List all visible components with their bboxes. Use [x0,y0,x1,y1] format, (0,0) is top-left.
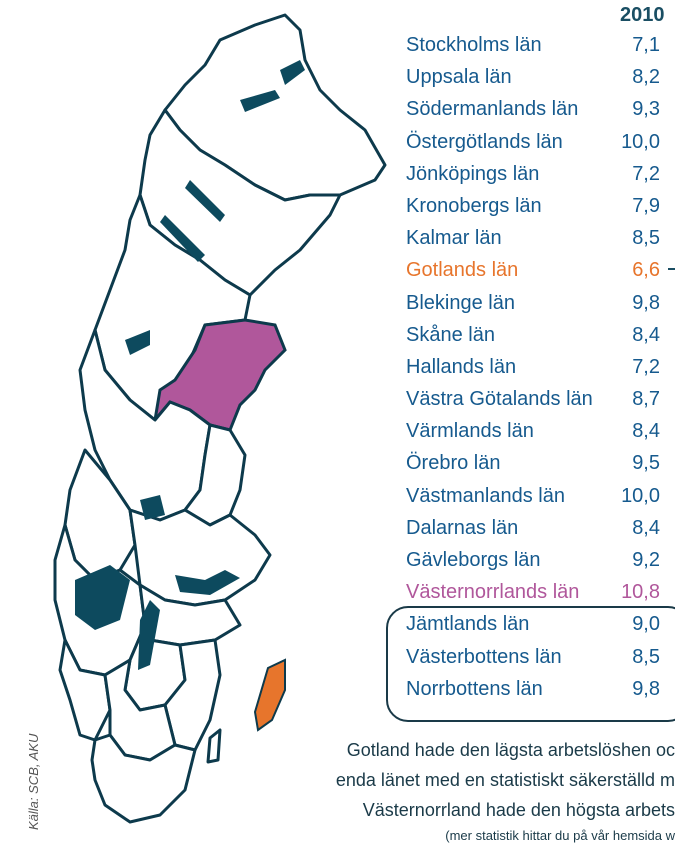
map-region-oland [206,728,222,764]
caption-line-3: Västernorrland hade den högsta arbets [362,800,675,820]
region-value: 8,5 [632,227,660,250]
lake-vanern [75,565,130,630]
map-region-skane [90,733,197,824]
region-name: Västra Götalands län [406,388,593,411]
region-name: Gotlands län [406,259,519,282]
caption-line-2: enda länet med en statistiskt säkerställ… [335,770,675,790]
region-name: Västernorrlands län [406,581,580,604]
map-region-gotland [253,658,286,732]
region-name: Östergötlands län [406,130,563,153]
region-value: 10,0 [621,484,660,507]
region-name: Uppsala län [406,66,512,89]
table-row: Jönköpings län 7,2 [406,163,675,195]
caption: Gotland hade den lägsta arbetslöshen oc … [230,735,675,847]
region-value: 9,3 [632,98,660,121]
lake-vattern [138,600,160,670]
table-row: Gävleborgs län 9,2 [406,549,675,581]
region-value: 10,0 [621,130,660,153]
lake-4 [160,215,205,262]
caption-line-4: (mer statistik hittar du på vår hemsida … [445,828,675,843]
table-row: Västra Götalands län 8,7 [406,388,675,420]
region-value: 7,2 [632,355,660,378]
table-row: Södermanlands län 9,3 [406,98,675,130]
region-value: 8,4 [632,420,660,443]
region-name: Blekinge län [406,291,515,314]
region-name: Västmanlands län [406,484,565,507]
region-name: Jämtlands län [406,613,530,636]
sweden-map [53,13,387,824]
table-row: Norrbottens län 9,8 [406,678,675,710]
region-value: 9,5 [632,452,660,475]
table-row: Västernorrlands län 10,8 [406,581,675,613]
lake-malaren [175,570,240,595]
region-name: Jönköpings län [406,162,540,185]
region-value: 8,4 [632,323,660,346]
region-name: Skåne län [406,323,495,346]
region-name: Hallands län [406,355,517,378]
table-row: Hallands län 7,2 [406,356,675,388]
region-value: 9,8 [632,677,660,700]
table-row: Örebro län 9,5 [406,452,675,484]
region-name: Norrbottens län [406,677,543,700]
table-row: Uppsala län 8,2 [406,66,675,98]
table-row: Västerbottens län 8,5 [406,646,675,678]
source-note: Källa: SCB, AKU [26,733,41,830]
table-row: Stockholms län 7,1 [406,34,675,66]
lake-3 [185,180,225,222]
region-name: Stockholms län [406,34,542,56]
table-row: Kronobergs län 7,9 [406,195,675,227]
region-value: 8,7 [632,388,660,411]
table-row: Värmlands län 8,4 [406,420,675,452]
lake-5 [125,330,150,355]
region-value: 8,4 [632,516,660,539]
lake-6 [140,495,165,520]
region-name: Kalmar län [406,227,502,250]
table-row: Västmanlands län 10,0 [406,485,675,517]
table-row: Blekinge län 9,8 [406,292,675,324]
table-row: Jämtlands län 9,0 [406,613,675,645]
region-value: 9,2 [632,549,660,571]
region-name: Örebro län [406,452,501,475]
lake-2 [240,90,280,112]
region-name: Södermanlands län [406,98,579,121]
table-row: Skåne län 8,4 [406,324,675,356]
region-value: 7,1 [632,34,660,56]
region-value: 6,6 [632,259,660,282]
gotland-pointer-line [668,268,675,270]
caption-line-1: Gotland hade den lägsta arbetslöshen oc [346,740,675,760]
region-name: Gävleborgs län [406,549,541,571]
region-value: 7,9 [632,194,660,217]
table-row: Östergötlands län 10,0 [406,131,675,163]
region-value: 9,0 [632,613,660,636]
lake-1 [280,60,305,85]
region-name: Värmlands län [406,420,534,443]
year-header: 2010 [620,4,665,26]
region-value: 9,8 [632,291,660,314]
region-name: Dalarnas län [406,516,519,539]
table-row: Kalmar län 8,5 [406,227,675,259]
region-value: 8,2 [632,66,660,89]
norrland-group-bracket [386,606,675,722]
region-value: 7,2 [632,162,660,185]
table-row: Dalarnas län 8,4 [406,517,675,549]
region-value: 8,5 [632,645,660,668]
table-row: Gotlands län 6,6 [406,259,675,291]
region-value: 10,8 [621,581,660,604]
region-name: Västerbottens län [406,645,562,668]
region-name: Kronobergs län [406,194,542,217]
